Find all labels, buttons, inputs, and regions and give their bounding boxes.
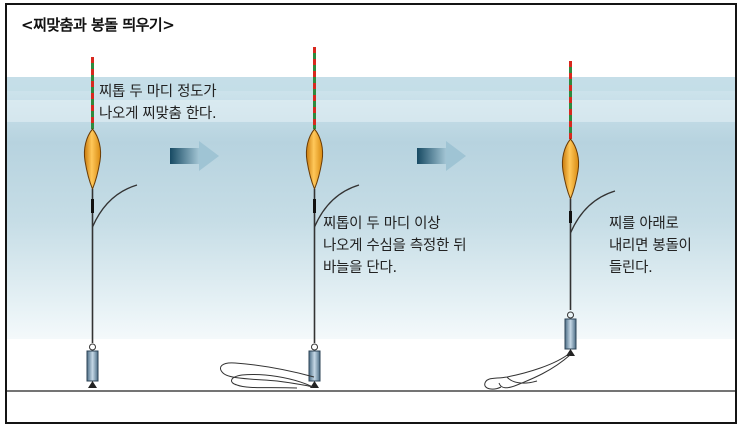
diagram-frame: <찌맞춤과 봉돌 띄우기> 찌톱 두 마디 정도가 나오게 찌맞춤 한다. 찌톱… [5,3,737,424]
step-1-line-1: 찌톱 두 마디 정도가 [99,84,217,100]
diagram-drawing [7,47,735,392]
step-2-line-1: 찌톱이 두 마디 이상 [323,216,441,232]
sinker-icon [564,318,577,350]
water-glow-band [7,100,735,122]
step-1-note: 찌톱 두 마디 정도가 나오게 찌맞춤 한다. [99,81,217,125]
hook-line-icon [484,352,571,390]
rod-line [91,184,138,228]
step-3-line-3: 들린다. [609,260,653,276]
water-surface-band [7,77,735,91]
float-rig [83,57,138,388]
float-rig [220,47,360,389]
rod-line [313,184,360,228]
step-3-note: 찌를 아래로 내리면 봉돌이 들린다. [609,213,692,279]
sinker-icon [86,350,99,382]
step-3-line-1: 찌를 아래로 [609,216,679,232]
step-2-line-3: 바늘을 단다. [323,260,397,276]
hook-line-icon [220,362,315,389]
step-3-line-2: 내리면 봉돌이 [609,238,692,254]
arrow-icon [417,141,466,171]
step-2-line-2: 나오게 수심을 측정한 뒤 [323,238,467,254]
diagram-title: <찌맞춤과 봉돌 띄우기> [21,16,175,34]
float-rig [484,61,616,390]
step-2-note: 찌톱이 두 마디 이상 나오게 수심을 측정한 뒤 바늘을 단다. [323,213,467,279]
step-1-line-2: 나오게 찌맞춤 한다. [99,106,217,122]
arrow-icon [170,141,219,171]
rod-line [569,190,616,234]
